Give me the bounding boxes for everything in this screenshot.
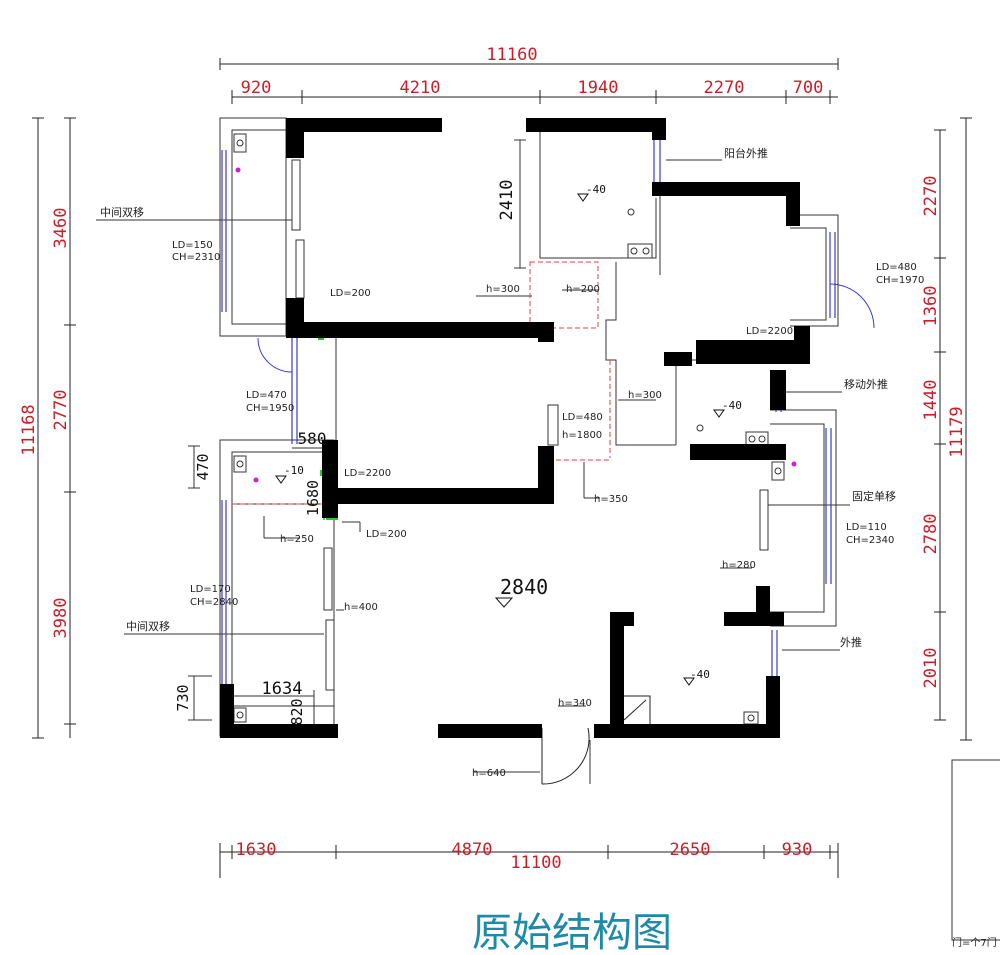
note-ld200b: LD=200 xyxy=(366,529,407,540)
fixtures xyxy=(233,133,785,725)
dim-inner-470: 470 xyxy=(194,453,212,480)
note-ld110: LD=110 xyxy=(846,522,887,533)
dim-left-seg-1: 3460 xyxy=(51,208,71,249)
dim-inner-730: 730 xyxy=(174,684,192,711)
dim-right-total: 11179 xyxy=(947,406,967,457)
dim-right-seg-2: 1360 xyxy=(921,286,941,327)
note-h300b: h=300 xyxy=(628,390,662,401)
level-bottom: -40 xyxy=(690,668,710,681)
label-kitchen-outer: 阳台外推 xyxy=(724,146,768,160)
label-left-bottom: 中间双移 xyxy=(126,620,170,633)
dim-right-seg-3: 1440 xyxy=(921,380,941,421)
note-h300a: h=300 xyxy=(486,284,520,295)
note-ld200a: LD=200 xyxy=(330,288,371,299)
note-h280: h=280 xyxy=(722,560,756,571)
dashed-lines xyxy=(232,261,612,505)
note-h200: h=200 xyxy=(566,284,600,295)
dim-bottom-seg-1: 1630 xyxy=(236,840,277,860)
dim-top-seg-3: 1940 xyxy=(578,78,619,98)
dim-bottom-total: 11100 xyxy=(510,853,561,873)
page-title: 原始结构图 xyxy=(472,910,672,955)
dim-left-total: 11168 xyxy=(19,404,39,455)
dim-inner-2410: 2410 xyxy=(497,180,517,221)
dim-bottom-seg-3: 2650 xyxy=(670,840,711,860)
level-kitchen: -40 xyxy=(586,183,606,196)
note-ch2340: CH=2340 xyxy=(846,535,894,546)
note-ch1950: CH=1950 xyxy=(246,403,294,414)
sliding-doors xyxy=(291,159,769,691)
note-h400: h=400 xyxy=(344,602,378,613)
dim-left-seg-2: 2770 xyxy=(51,390,71,431)
dim-left-seg-3: 3980 xyxy=(51,598,71,639)
dim-inner-820: 820 xyxy=(288,698,306,725)
level-living: 2840 xyxy=(500,575,548,599)
note-ld480: LD=480 xyxy=(876,262,917,273)
note-ld2200a: LD=2200 xyxy=(746,326,793,337)
walls xyxy=(220,118,810,738)
level-leftroom: -10 xyxy=(284,464,304,477)
dim-top-seg-1: 920 xyxy=(241,78,272,98)
note-ld150: LD=150 xyxy=(172,240,213,251)
dim-inner-580: 580 xyxy=(298,429,327,448)
note-h1800: h=1800 xyxy=(562,430,602,441)
corner-text: 门=个7门 xyxy=(952,936,997,949)
door-swings xyxy=(257,283,875,373)
label-right-small: 移动外推 xyxy=(844,377,888,391)
label-top-balcony: 中间双移 xyxy=(100,206,144,219)
note-ld2200b: LD=2200 xyxy=(344,468,391,479)
note-h640: h=640 xyxy=(472,768,506,779)
note-ch1970: CH=1970 xyxy=(876,275,924,286)
dim-top-seg-2: 4210 xyxy=(400,78,441,98)
dim-inner-1634: 1634 xyxy=(262,679,303,699)
windows xyxy=(221,140,836,698)
entry-door xyxy=(541,695,651,785)
dim-bottom-seg-2: 4870 xyxy=(452,840,493,860)
level-markers xyxy=(275,193,725,686)
corner-box xyxy=(951,759,1000,941)
dim-top-seg-5: 700 xyxy=(793,78,824,98)
note-h350: h=350 xyxy=(594,494,628,505)
note-ch2310: CH=2310 xyxy=(172,252,220,263)
dimension-lines xyxy=(32,58,972,878)
dim-bottom-seg-4: 930 xyxy=(782,840,813,860)
dim-right-seg-1: 2270 xyxy=(921,176,941,217)
dim-right-seg-5: 2010 xyxy=(921,648,941,689)
dim-top-total: 11160 xyxy=(486,45,537,65)
label-right-outer: 外推 xyxy=(840,635,862,649)
note-ld470: LD=470 xyxy=(246,390,287,401)
note-ch2840: CH=2840 xyxy=(190,597,238,608)
dim-top-seg-4: 2270 xyxy=(704,78,745,98)
label-right-balcony: 固定单移 xyxy=(852,489,896,503)
note-h340: h=340 xyxy=(558,698,592,709)
dim-inner-1680: 1680 xyxy=(304,480,322,516)
note-ld170: LD=170 xyxy=(190,584,231,595)
dim-right-seg-4: 2780 xyxy=(921,514,941,555)
note-h250: h=250 xyxy=(280,534,314,545)
level-bath: -40 xyxy=(722,399,742,412)
note-ld480b: LD=480 xyxy=(562,412,603,423)
